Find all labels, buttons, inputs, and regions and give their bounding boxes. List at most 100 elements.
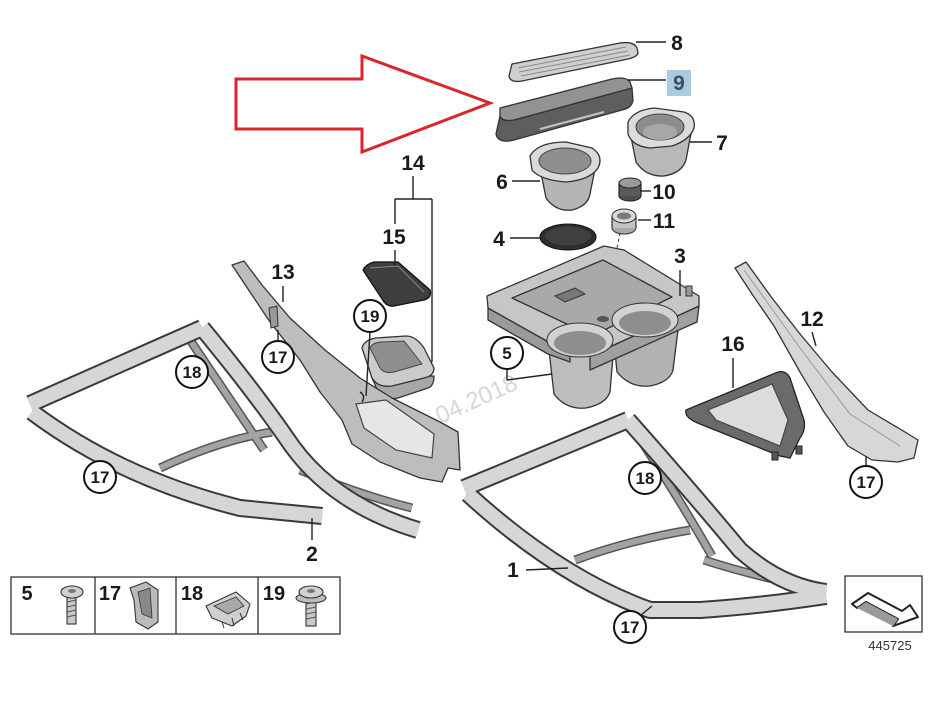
storage-bin-opening	[369, 340, 423, 373]
part-3-recess	[511, 259, 673, 337]
label-8: 8	[671, 32, 683, 55]
part-1-inner-frame	[573, 440, 819, 591]
leader-circled-5	[506, 369, 553, 381]
clip-nut-icon	[129, 581, 159, 630]
callout-number: 17	[857, 473, 876, 492]
part-3-cup-a-hole	[554, 331, 606, 355]
legend-number: 18	[181, 583, 203, 605]
legend-number: 5	[21, 583, 32, 605]
part-9-top	[499, 77, 633, 122]
part-8	[508, 41, 639, 83]
fastener-legend: 5 17 18 19	[10, 576, 341, 635]
callout-circle	[490, 336, 524, 370]
leader-14	[394, 176, 433, 362]
part-1	[460, 411, 828, 619]
watermark: 04.2018	[431, 370, 521, 430]
callout-circle	[849, 465, 883, 499]
callout-circle	[83, 460, 117, 494]
part-7-inner-ring	[643, 124, 677, 140]
circled-callout: 18	[628, 461, 662, 495]
part-9-strip	[539, 111, 605, 130]
circled-callout: 17	[261, 340, 295, 374]
label-2: 2	[306, 543, 318, 566]
label-7: 7	[716, 132, 728, 155]
part-15-pad	[362, 261, 432, 307]
part-6-opening	[538, 147, 592, 175]
label-4: 4	[493, 228, 505, 251]
circled-callout: 17	[83, 460, 117, 494]
part-11	[611, 208, 637, 235]
callout-circle	[261, 340, 295, 374]
part-4	[539, 223, 597, 251]
part-16	[685, 370, 806, 461]
part-9	[495, 77, 634, 142]
highlight-9	[667, 70, 691, 96]
part-12	[734, 261, 919, 463]
leader-12	[811, 331, 817, 347]
storage-bin	[361, 335, 435, 400]
spring-clip-icon	[205, 591, 251, 629]
label-3: 3	[674, 245, 686, 268]
callout-number: 5	[502, 344, 511, 363]
part-13-clip	[268, 305, 279, 329]
screw-icon	[60, 585, 84, 625]
part-13	[231, 260, 461, 483]
part-2-bands	[27, 321, 421, 537]
callout-number: 17	[269, 348, 288, 367]
label-15: 15	[382, 226, 406, 249]
part-3	[486, 245, 700, 409]
circled-callout: 17	[613, 610, 647, 644]
red-arrow-icon	[234, 53, 495, 155]
part-13-cutout	[355, 399, 435, 459]
part-1-inner-outline	[573, 439, 819, 593]
callout-number: 17	[91, 468, 110, 487]
leader-lines	[277, 41, 867, 616]
legend-number: 19	[263, 583, 285, 605]
folded-arrow-shade	[857, 602, 898, 626]
part-7	[627, 107, 695, 177]
label-16: 16	[721, 333, 744, 356]
label-13: 13	[271, 261, 294, 284]
part-1-bands	[461, 413, 828, 617]
callout-number: 17	[621, 618, 640, 637]
circled-callout: 19	[353, 299, 387, 333]
callout-number: 18	[636, 469, 655, 488]
callout-circle	[628, 461, 662, 495]
label-9: 9	[673, 72, 685, 95]
part-10-sides	[618, 183, 642, 196]
leader-circled-19	[359, 331, 371, 403]
part-11-hole	[617, 212, 631, 220]
part-8-ridges	[517, 46, 631, 77]
circled-callout: 5	[490, 336, 524, 370]
diagram-number: 445725	[868, 638, 911, 653]
part-2	[26, 319, 421, 539]
label-1: 1	[507, 559, 519, 582]
circled-callout: 17	[849, 465, 883, 499]
callout-circle	[353, 299, 387, 333]
leader-1	[525, 567, 569, 571]
part-10	[618, 177, 642, 202]
callout-number: 18	[183, 363, 202, 382]
callout-circle	[175, 355, 209, 389]
leader-circled-17-d	[640, 605, 653, 616]
callout-labels: 8 9 7 6 10 4 11 3 14 15 13 16 12 2 1	[271, 32, 823, 582]
part-6	[529, 141, 601, 211]
part-3-slot	[553, 287, 587, 303]
orientation-logo	[844, 575, 923, 633]
part-16-opening	[707, 383, 789, 447]
part-12-strip	[734, 261, 919, 463]
callout-number: 19	[361, 307, 380, 326]
circled-callout: 18	[175, 355, 209, 389]
label-10: 10	[652, 181, 675, 204]
part-12-edge	[743, 269, 901, 447]
callout-circle	[613, 610, 647, 644]
part-4-mat-inner	[545, 226, 591, 246]
label-14: 14	[401, 152, 425, 175]
circled-callouts: 19 17 18 5 18 17 17 17	[83, 299, 883, 644]
part-3-socket	[597, 316, 609, 322]
legend-number: 17	[99, 583, 121, 605]
part-3-peg	[685, 285, 693, 297]
label-11: 11	[653, 210, 676, 233]
part-15	[362, 261, 432, 307]
part-10-top	[618, 177, 642, 189]
